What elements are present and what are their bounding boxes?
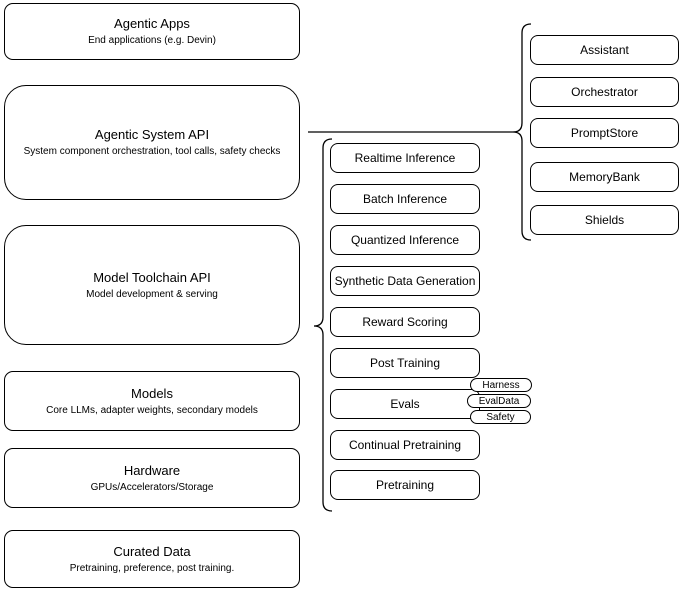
node-curated-data: Curated Data Pretraining, preference, po…: [4, 530, 300, 588]
pill-safety: Safety: [470, 410, 531, 424]
pill-label: EvalData: [478, 395, 520, 407]
node-label: MemoryBank: [569, 170, 640, 184]
node-subtitle: Model development & serving: [86, 288, 218, 300]
node-label: Continual Pretraining: [348, 438, 462, 452]
node-label: Evals: [390, 397, 420, 411]
node-assistant: Assistant: [530, 35, 679, 65]
node-title: Curated Data: [113, 543, 191, 559]
node-model-toolchain-api: Model Toolchain API Model development & …: [4, 225, 300, 345]
node-label: Batch Inference: [362, 192, 448, 206]
node-pretraining: Pretraining: [330, 470, 480, 500]
pill-harness: Harness: [470, 378, 532, 392]
node-label: Orchestrator: [571, 85, 638, 99]
node-label: Reward Scoring: [362, 315, 448, 329]
pill-label: Safety: [486, 411, 515, 423]
node-post-training: Post Training: [330, 348, 480, 378]
node-label: PromptStore: [570, 126, 639, 140]
node-label: Shields: [584, 213, 625, 227]
node-quantized-inference: Quantized Inference: [330, 225, 480, 255]
node-agentic-apps: Agentic Apps End applications (e.g. Devi…: [4, 3, 300, 60]
node-synthetic-data-generation: Synthetic Data Generation: [330, 266, 480, 296]
node-label: Realtime Inference: [354, 151, 456, 165]
node-continual-pretraining: Continual Pretraining: [330, 430, 480, 460]
node-title: Agentic System API: [94, 127, 210, 142]
node-title: Hardware: [123, 462, 181, 478]
node-label: Post Training: [369, 356, 441, 370]
node-shields: Shields: [530, 205, 679, 235]
node-subtitle: System component orchestration, tool cal…: [23, 146, 281, 157]
node-title: Model Toolchain API: [93, 269, 211, 285]
node-label: Assistant: [580, 43, 629, 57]
node-realtime-inference: Realtime Inference: [330, 143, 480, 173]
node-subtitle: GPUs/Accelerators/Storage: [90, 481, 214, 493]
node-reward-scoring: Reward Scoring: [330, 307, 480, 337]
node-orchestrator: Orchestrator: [530, 77, 679, 107]
node-subtitle: Pretraining, preference, post training.: [69, 562, 235, 574]
node-label: Synthetic Data Generation: [334, 274, 476, 288]
node-promptstore: PromptStore: [530, 118, 679, 148]
node-models: Models Core LLMs, adapter weights, secon…: [4, 371, 300, 431]
pill-label: Harness: [482, 379, 520, 391]
node-label: Quantized Inference: [350, 233, 460, 247]
node-label: Pretraining: [375, 478, 435, 492]
node-evals: Evals: [330, 389, 480, 419]
node-agentic-system-api: Agentic System API System component orch…: [4, 85, 300, 200]
node-subtitle: End applications (e.g. Devin): [88, 35, 216, 46]
node-title: Models: [131, 385, 173, 401]
node-hardware: Hardware GPUs/Accelerators/Storage: [4, 448, 300, 508]
node-title: Agentic Apps: [114, 16, 190, 31]
node-batch-inference: Batch Inference: [330, 184, 480, 214]
node-subtitle: Core LLMs, adapter weights, secondary mo…: [46, 404, 258, 416]
system-components-brace: [512, 23, 532, 241]
pill-evaldata: EvalData: [467, 394, 531, 408]
node-memorybank: MemoryBank: [530, 162, 679, 192]
